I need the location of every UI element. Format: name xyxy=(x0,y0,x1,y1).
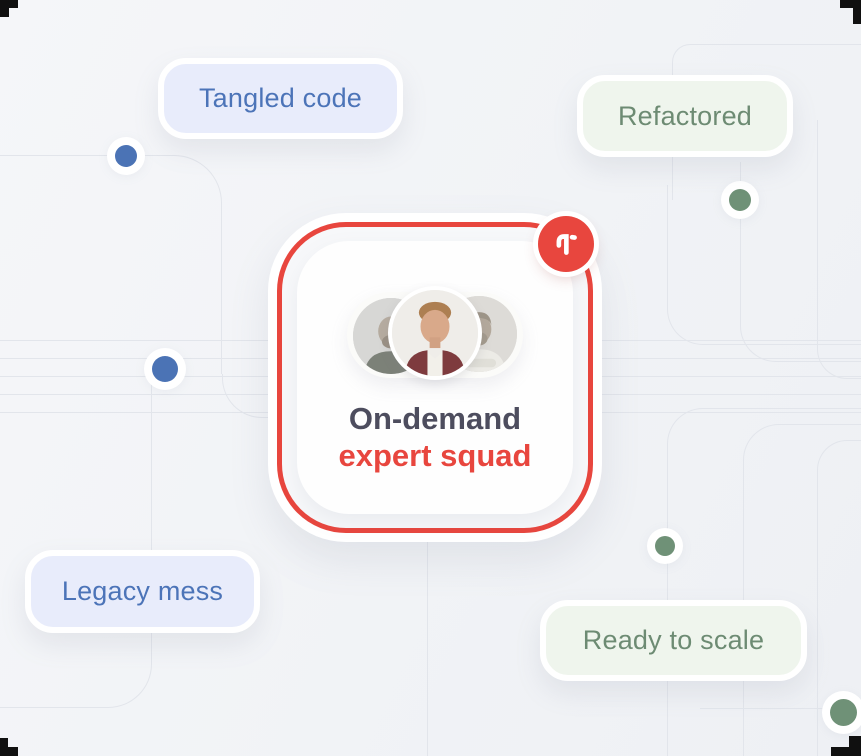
pill-ready-to-scale: Ready to scale xyxy=(540,600,807,681)
avatar-lead-developer xyxy=(388,286,482,380)
expert-squad-card: On-demand expert squad xyxy=(268,213,602,542)
circuit-trace xyxy=(0,155,222,374)
corner-pixel-mark-top-left xyxy=(0,0,20,20)
circuit-trace xyxy=(427,532,428,756)
circuit-trace xyxy=(740,162,861,362)
circuit-trace xyxy=(817,120,861,379)
card-red-border: On-demand expert squad xyxy=(277,222,593,533)
pill-label: Legacy mess xyxy=(61,576,224,606)
avatar-illustration xyxy=(392,290,478,376)
connector-dot-blue xyxy=(115,145,137,167)
pill-tangled-code: Tangled code xyxy=(158,58,403,139)
card-title-line1: On-demand xyxy=(348,401,522,436)
pill-label: Tangled code xyxy=(198,83,363,113)
connector-dot-green xyxy=(729,189,751,211)
circuit-trace xyxy=(667,185,861,345)
card-title: On-demand expert squad xyxy=(339,400,532,474)
connector-dot-blue xyxy=(152,356,178,382)
card-body: On-demand expert squad xyxy=(297,241,573,514)
pill-label: Refactored xyxy=(617,100,753,131)
avatar-group xyxy=(347,286,523,380)
corner-pixel-mark-bottom-left xyxy=(0,734,20,756)
pill-refactored: Refactored xyxy=(577,75,793,157)
connector-dot-green xyxy=(830,699,857,726)
brand-t-logo-icon xyxy=(556,234,577,255)
card-title-line2: expert squad xyxy=(338,438,532,473)
circuit-trace xyxy=(0,376,152,708)
circuit-trace xyxy=(700,708,832,709)
connector-dot-green xyxy=(655,536,675,556)
corner-pixel-mark-bottom-right xyxy=(829,734,861,756)
corner-pixel-mark-top-right xyxy=(839,0,861,26)
pill-label: Ready to scale xyxy=(582,625,765,655)
brand-badge xyxy=(538,216,594,272)
pill-legacy-mess: Legacy mess xyxy=(25,550,260,633)
